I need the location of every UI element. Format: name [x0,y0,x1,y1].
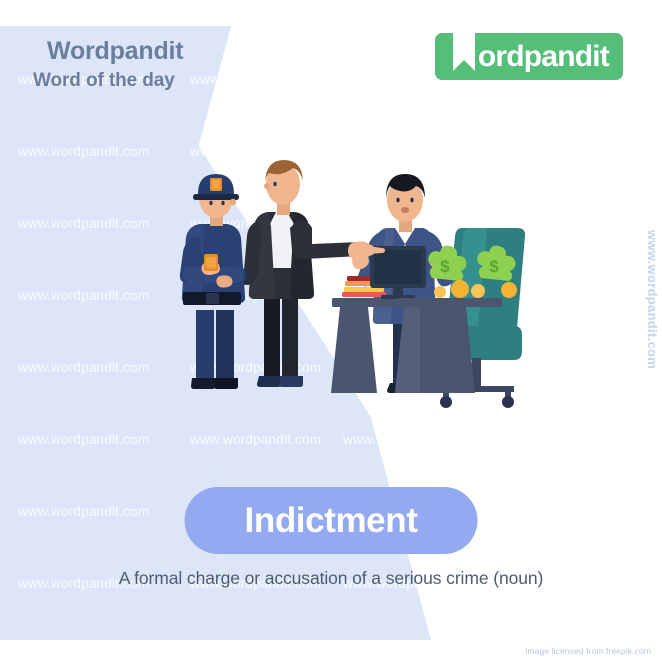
word-definition: A formal charge or accusation of a serio… [118,568,544,588]
word-badge[interactable]: Indictment [184,487,478,554]
bookmark-w-icon [449,33,479,80]
police-officer [179,174,246,389]
pointing-man [241,160,385,387]
logo-wordmark: ordpandit [477,39,610,73]
card-header: Wordpandit Word of the day ordpandit [0,0,662,110]
svg-text:$: $ [440,257,450,276]
brand-block: Wordpandit Word of the day [33,37,184,92]
indictment-illustration: $ $ [0,150,662,430]
background-bottom-strip [0,640,662,662]
money-stacks: $ $ [428,245,517,298]
svg-text:$: $ [489,257,499,276]
page-title: Wordpandit [47,37,184,65]
image-credit: Image licensed from freepik.com [525,646,651,656]
wordpandit-logo[interactable]: ordpandit [434,33,623,80]
word-term: Indictment [244,501,418,540]
computer-monitor [370,246,426,299]
page-subtitle: Word of the day [33,70,175,92]
background-top-strip [0,0,662,26]
